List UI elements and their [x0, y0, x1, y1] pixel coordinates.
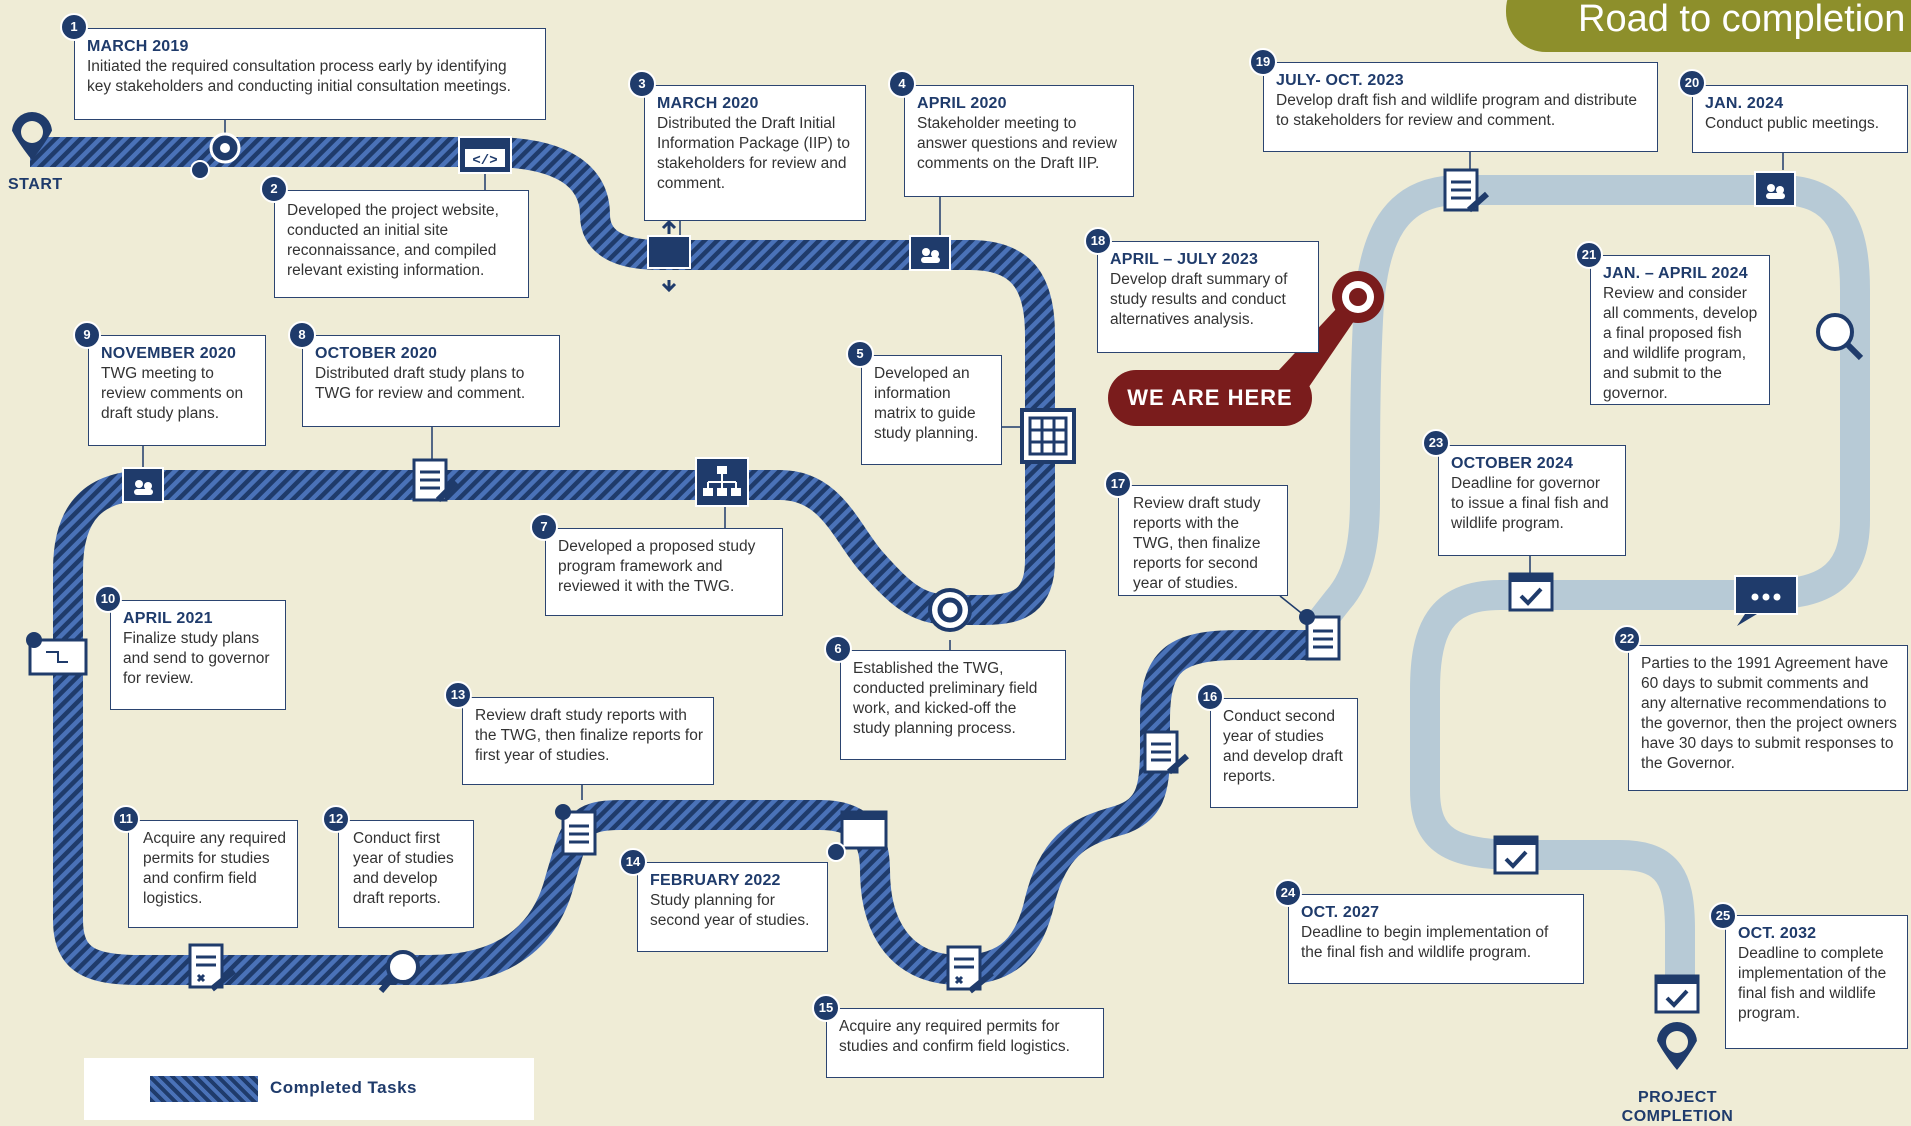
milestone-number: 19: [1249, 48, 1277, 76]
meeting-icon: [909, 235, 951, 271]
milestone-number: 21: [1575, 241, 1603, 269]
milestone-number: 4: [888, 70, 916, 98]
milestone-2: Developed the project website, conducted…: [274, 190, 529, 298]
milestone-12: Conduct first year of studies and develo…: [338, 820, 474, 928]
calendar-icon: [826, 810, 888, 862]
report-icon: [555, 804, 597, 856]
milestone-number: 17: [1104, 470, 1132, 498]
milestone-number: 1: [60, 13, 88, 41]
gear-icon: [190, 132, 241, 180]
chat-icon: [1734, 575, 1798, 626]
document-icon: [1143, 730, 1189, 775]
milestone-22: Parties to the 1991 Agreement have 60 da…: [1628, 645, 1908, 791]
start-label: START: [8, 176, 63, 193]
milestone-number: 6: [824, 635, 852, 663]
kickoff-gear-icon: [928, 588, 972, 632]
milestone-7: Developed a proposed study program frame…: [545, 528, 783, 616]
plan-icon: [26, 632, 88, 676]
milestone-number: 13: [444, 681, 472, 709]
end-label: PROJECT COMPLETION: [1621, 1089, 1734, 1125]
magnifier-icon: [378, 950, 420, 993]
page-title: Road to completion: [1506, 0, 1911, 52]
legend: Completed Tasks: [84, 1058, 534, 1120]
milestone-17: Review draft study reports with the TWG,…: [1118, 485, 1288, 596]
milestone-number: 25: [1709, 902, 1737, 930]
org-chart-icon: [695, 457, 749, 507]
svg-text:</>: </>: [472, 153, 497, 169]
milestone-6: Established the TWG, conducted prelimina…: [840, 650, 1066, 760]
milestone-number: 22: [1613, 625, 1641, 653]
milestone-15: Acquire any required permits for studies…: [826, 1008, 1104, 1078]
calendar-check-icon: [1493, 835, 1539, 875]
milestone-number: 24: [1274, 879, 1302, 907]
milestone-13: Review draft study reports with the TWG,…: [462, 697, 714, 785]
here-marker-icon: [1332, 271, 1384, 323]
milestone-5: Developed an information matrix to guide…: [861, 355, 1002, 465]
report-icon: [1299, 609, 1341, 661]
document-icon: [1443, 168, 1489, 213]
milestone-number: 12: [322, 805, 350, 833]
magnifier-icon: [1816, 313, 1864, 361]
we-are-here-badge: WE ARE HERE: [1108, 370, 1312, 426]
code-window-icon: </>: [458, 136, 512, 174]
milestone-number: 8: [288, 321, 316, 349]
future-road: [1305, 175, 1870, 1005]
milestone-number: 20: [1678, 69, 1706, 97]
permit-icon: [188, 943, 236, 992]
milestone-number: 23: [1422, 429, 1450, 457]
calendar-check-icon: [1508, 572, 1554, 612]
milestone-number: 11: [112, 805, 140, 833]
milestone-number: 18: [1084, 227, 1112, 255]
milestone-number: 5: [846, 340, 874, 368]
milestone-11: Acquire any required permits for studies…: [128, 820, 298, 928]
legend-swatch: [150, 1076, 258, 1102]
end-pin-icon: [1657, 1022, 1697, 1070]
start-pin-icon: [12, 112, 52, 160]
legend-label: Completed Tasks: [270, 1078, 418, 1097]
calendar-check-icon: [1654, 974, 1700, 1014]
document-icon: [412, 458, 459, 503]
completed-road: [30, 137, 1320, 985]
milestone-number: 15: [812, 994, 840, 1022]
milestone-number: 9: [73, 321, 101, 349]
folder-icon: [647, 219, 691, 293]
milestone-number: 14: [619, 848, 647, 876]
milestone-number: 2: [260, 175, 288, 203]
meeting-icon: [122, 467, 164, 503]
meeting-icon: [1754, 171, 1796, 207]
milestone-number: 7: [530, 513, 558, 541]
milestone-number: 16: [1196, 683, 1224, 711]
permit-icon: [946, 945, 994, 994]
milestone-number: 10: [94, 585, 122, 613]
matrix-icon: [1020, 408, 1076, 464]
milestone-16: Conduct second year of studies and devel…: [1210, 698, 1358, 808]
milestone-number: 3: [628, 70, 656, 98]
